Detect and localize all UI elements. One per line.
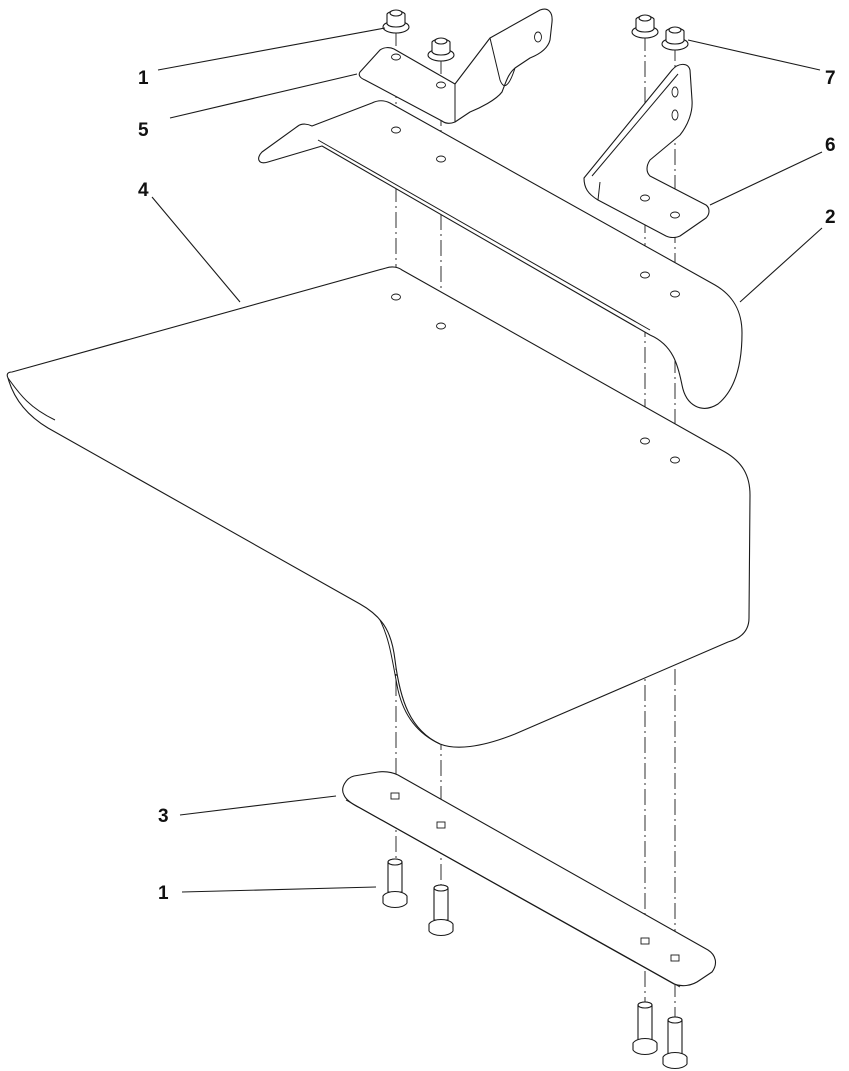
panel-hole-a — [391, 293, 401, 301]
callout-5: 5 — [138, 120, 149, 141]
leader-4 — [151, 196, 241, 303]
strap-part-3 — [342, 771, 717, 988]
callout-7-left: 1 — [138, 68, 149, 89]
strip-part-2 — [258, 100, 743, 409]
strip-hole-d — [670, 290, 680, 298]
panel-hole-d — [670, 456, 680, 464]
strip-hole-b — [436, 155, 446, 163]
strap-square-d — [670, 954, 680, 962]
panel-hole-c — [640, 437, 650, 445]
bolt-part-1-d — [662, 1016, 688, 1070]
nut-part-7-a — [382, 9, 410, 34]
bolt-part-1-c — [632, 1001, 658, 1056]
strip-hole-a — [391, 126, 401, 134]
bracket-6-slot-a — [671, 86, 679, 98]
callout-7-right: 7 — [825, 68, 836, 89]
leader-3 — [179, 795, 337, 816]
strap-square-c — [640, 937, 650, 945]
bracket-6-hole-a — [640, 194, 650, 202]
callout-1: 1 — [158, 883, 169, 904]
bracket-6-slot-b — [671, 109, 679, 121]
strip-hole-c — [640, 271, 650, 279]
bracket-5-hole-b — [436, 81, 446, 89]
leader-lines — [151, 27, 823, 893]
bracket-part-6 — [583, 63, 710, 239]
bracket-part-5 — [358, 8, 553, 124]
bolt-part-1-b — [428, 884, 454, 937]
nut-part-7-c — [631, 14, 659, 39]
strap-square-b — [436, 821, 446, 829]
nut-part-7-d — [661, 26, 689, 51]
nut-part-7-b — [427, 37, 455, 62]
leader-2 — [739, 227, 823, 303]
leader-1 — [181, 886, 377, 893]
bracket-5-hole-a — [391, 53, 401, 61]
callout-6: 6 — [825, 135, 836, 156]
callout-2: 2 — [825, 207, 836, 228]
leader-7-right — [687, 39, 821, 71]
leader-5 — [169, 73, 358, 119]
bracket-5-slot — [534, 31, 542, 43]
bolt-part-1-a — [382, 858, 408, 909]
callout-3: 3 — [158, 806, 169, 827]
panel-hole-b — [436, 322, 446, 330]
panel-part-4 — [6, 266, 751, 748]
callouts: 1 5 4 7 6 2 3 1 — [138, 68, 836, 904]
leader-7-left — [157, 27, 386, 71]
strap-square-a — [390, 792, 400, 800]
callout-4: 4 — [138, 180, 149, 201]
leader-6 — [709, 151, 823, 206]
bracket-6-hole-b — [670, 211, 680, 219]
